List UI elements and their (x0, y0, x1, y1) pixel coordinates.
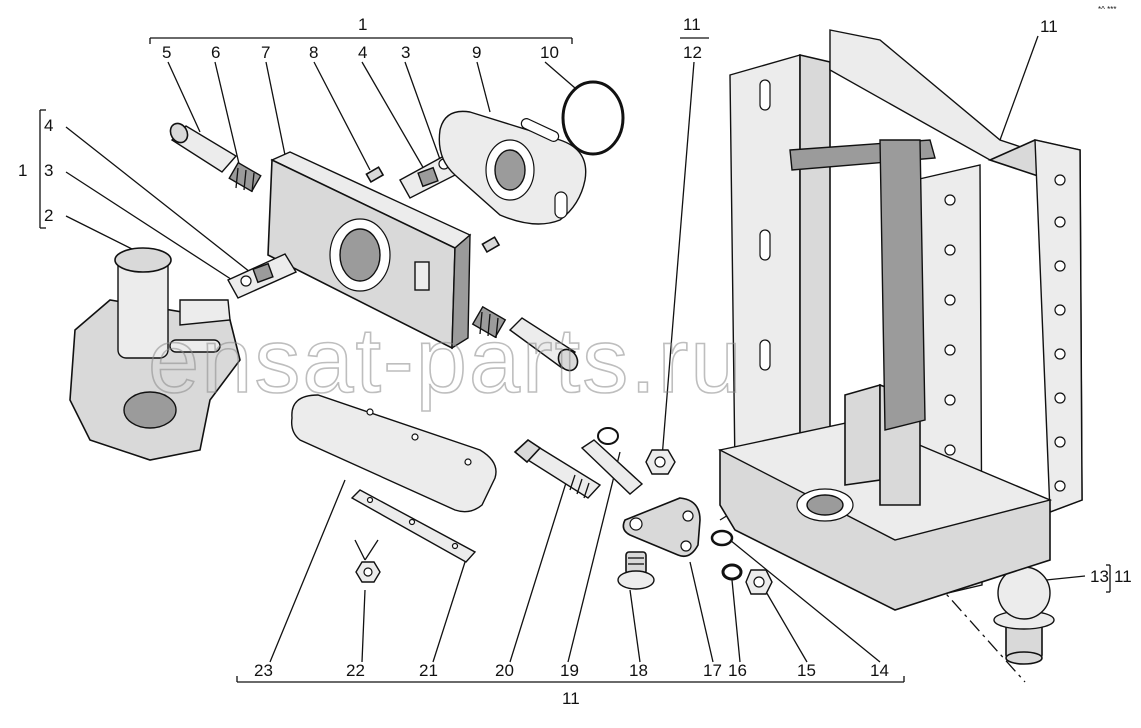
part-20-bolt (513, 438, 602, 499)
label-item-17: 17 (703, 661, 722, 680)
label-left-2: 2 (44, 206, 53, 225)
label-item-15: 15 (797, 661, 816, 680)
part-6-spring-right (471, 305, 507, 339)
part-14-split-pin (710, 529, 734, 547)
part-22-nut (355, 561, 381, 583)
part-21-strip (350, 489, 477, 563)
part-10-ring (561, 80, 625, 156)
part-7-plate (267, 151, 472, 350)
part-5-pin (169, 122, 238, 173)
label-left-4: 4 (44, 116, 53, 135)
label-fraction-top: 11 (683, 15, 701, 34)
part-6-spring (228, 161, 262, 193)
part-23-pad (290, 394, 497, 513)
label-item-3: 3 (401, 43, 410, 62)
label-item-10: 10 (540, 43, 559, 62)
part-11-frame (717, 29, 1083, 611)
part-4-3-inset-left (227, 253, 298, 299)
label-item-6: 6 (211, 43, 220, 62)
label-item-5: 5 (162, 43, 171, 62)
part-15-nut (745, 569, 773, 595)
label-item-16: 16 (728, 661, 747, 680)
frame-holes (759, 79, 1066, 492)
leader-lines (65, 35, 1086, 683)
part-9-flange (438, 110, 587, 225)
label-bottom-group: 11 (562, 689, 580, 708)
label-right-top: 11 (1040, 17, 1058, 36)
bottom-item-labels: 23 22 21 20 19 18 17 16 15 14 (254, 661, 889, 680)
label-ball-group: 11 (1114, 567, 1132, 586)
label-item-23: 23 (254, 661, 273, 680)
label-item-13: 13 (1090, 567, 1109, 586)
corner-mark: *^ *** (1098, 5, 1116, 14)
label-item-18: 18 (629, 661, 648, 680)
part-18-bolt (617, 551, 655, 590)
label-item-22: 22 (346, 661, 365, 680)
label-item-20: 20 (495, 661, 514, 680)
watermark-text: ensat-parts.ru (148, 310, 744, 412)
label-top-group: 1 (358, 15, 367, 34)
label-item-9: 9 (472, 43, 481, 62)
left-group-bracket (39, 109, 46, 229)
part-17-bracket (622, 497, 701, 558)
label-item-19: 19 (560, 661, 579, 680)
label-item-7: 7 (261, 43, 270, 62)
label-item-14: 14 (870, 661, 889, 680)
label-left-3: 3 (44, 161, 53, 180)
part-13-tow-ball (993, 566, 1055, 665)
part-19-pin (580, 427, 644, 495)
bottom-group-bracket (236, 676, 905, 683)
top-item-labels: 5 6 7 8 4 3 9 10 (162, 43, 559, 62)
label-item-21: 21 (419, 661, 438, 680)
label-left-group: 1 (18, 161, 27, 180)
top-group-bracket (149, 37, 573, 44)
part-2-hitch-jaw (69, 247, 241, 461)
part-8-small-pins (365, 166, 501, 254)
label-fraction-bottom: 12 (683, 43, 702, 62)
part-16-washer (721, 563, 743, 581)
part-5-pin-right (508, 317, 579, 372)
ball-bracket (1106, 564, 1111, 593)
part-12-nut (645, 449, 676, 475)
label-item-8: 8 (309, 43, 318, 62)
label-item-4: 4 (358, 43, 367, 62)
